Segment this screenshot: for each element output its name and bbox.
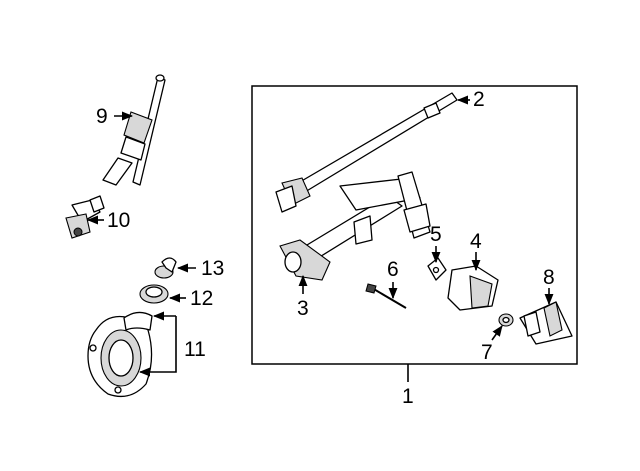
mounting-bracket [447, 265, 499, 311]
lower-bracket [519, 301, 573, 345]
callout-13: 13 [201, 257, 225, 280]
callout-10: 10 [107, 209, 131, 232]
callout-2: 2 [473, 88, 485, 111]
callout-1: 1 [402, 385, 414, 408]
intermediate-shaft [102, 74, 166, 186]
callout-7: 7 [481, 341, 493, 364]
callout-12: 12 [190, 287, 214, 310]
callout-3: 3 [297, 297, 309, 320]
callout-8: 8 [543, 266, 555, 289]
assembly-frame [251, 85, 578, 365]
callout-6: 6 [387, 258, 399, 281]
upper-shaft [275, 92, 458, 213]
washer [498, 313, 514, 327]
callout-11: 11 [184, 338, 206, 361]
column-support [279, 171, 431, 281]
callout-9: 9 [96, 105, 108, 128]
bolt [365, 283, 407, 309]
callout-5: 5 [430, 223, 442, 246]
callout-4: 4 [470, 230, 482, 253]
clip [154, 257, 177, 279]
universal-joint [65, 195, 105, 239]
bearing-ring [139, 284, 169, 304]
column-cover [87, 311, 153, 398]
small-plate [427, 257, 447, 281]
